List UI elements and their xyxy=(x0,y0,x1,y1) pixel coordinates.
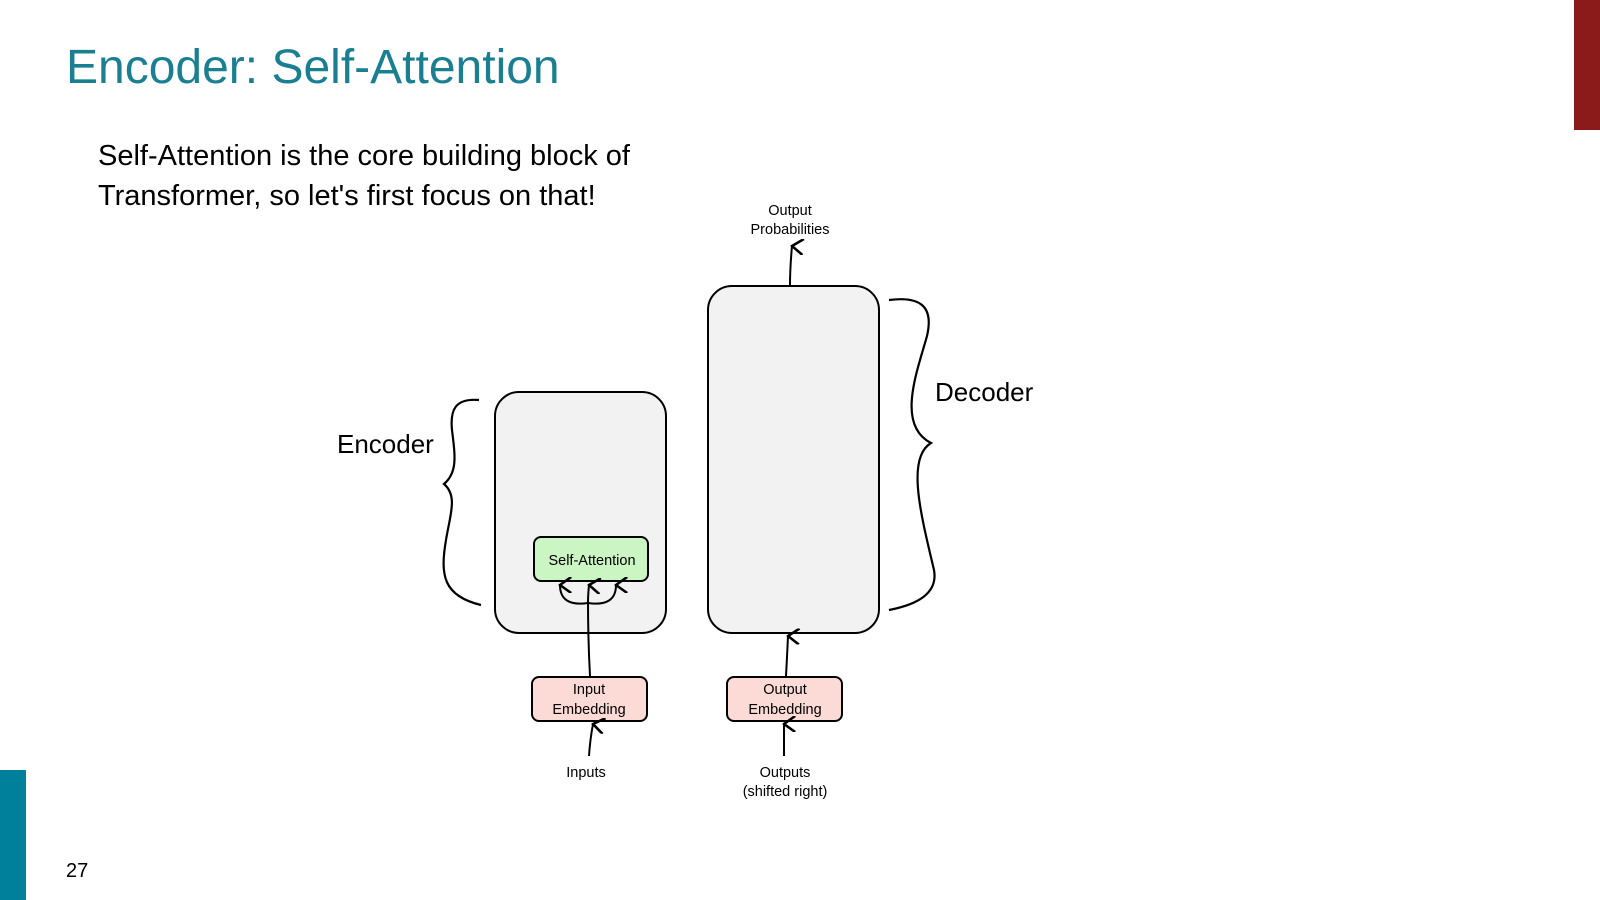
output-probabilities-label-line-2: Probabilities xyxy=(751,222,830,238)
arrow-split-right xyxy=(587,585,616,605)
slide-subtitle: Self-Attention is the core building bloc… xyxy=(98,136,738,216)
outputs-label-line-2: (shifted right) xyxy=(743,784,828,800)
arrow-split-center xyxy=(588,585,589,604)
slide-title: Encoder: Self-Attention xyxy=(66,41,560,94)
line-embedding-to-split xyxy=(587,599,591,677)
arrow-split-left xyxy=(560,585,589,605)
decoder-label: Decoder xyxy=(935,377,1034,407)
arrow-decoder-to-probabilities xyxy=(789,246,792,286)
arrow-embedding-to-decoder xyxy=(785,636,788,677)
input-embedding-label-line-2: Embedding xyxy=(552,702,625,718)
encoder-brace xyxy=(442,398,482,607)
encoder-block xyxy=(494,391,667,634)
self-attention-label: Self-Attention xyxy=(548,553,635,569)
subtitle-line-1: Self-Attention is the core building bloc… xyxy=(98,140,630,172)
inputs-label: Inputs xyxy=(566,765,606,781)
encoder-label: Encoder xyxy=(337,429,434,459)
output-embedding-label-line-1: Output xyxy=(763,682,807,698)
arrow-inputs-to-embedding xyxy=(588,724,593,757)
input-embedding-label-line-1: Input xyxy=(573,682,605,698)
decoder-block xyxy=(707,285,880,634)
subtitle-line-2: Transformer, so let's first focus on tha… xyxy=(98,180,596,212)
page-number: 27 xyxy=(66,860,89,882)
accent-bar-bottom-left xyxy=(0,770,26,900)
decoder-brace xyxy=(888,298,936,612)
outputs-label-line-1: Outputs xyxy=(760,765,811,781)
output-probabilities-label-line-1: Output xyxy=(768,203,812,219)
output-embedding-label-line-2: Embedding xyxy=(748,702,821,718)
input-embedding-box xyxy=(531,676,648,722)
accent-bar-top-right xyxy=(1574,0,1600,130)
